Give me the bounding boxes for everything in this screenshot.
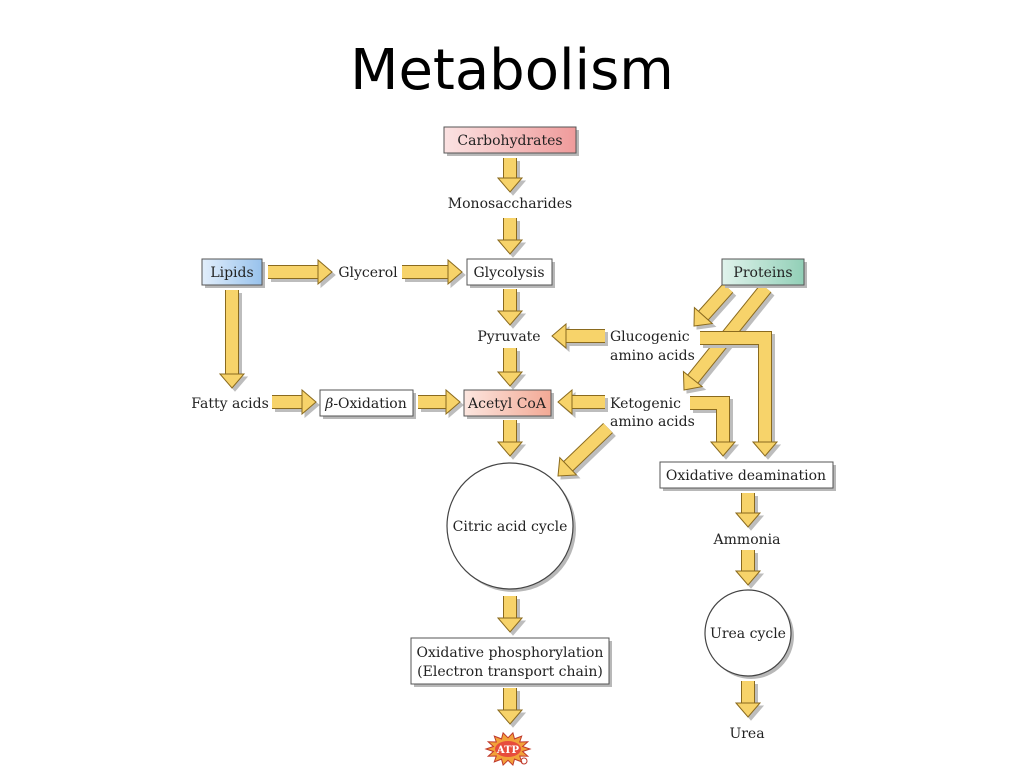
arrow-beta-oxidation-to-acetyl-coa [418, 388, 461, 416]
citric-acid-cycle-label: Citric acid cycle [453, 519, 568, 535]
page-title: Metabolism [350, 38, 674, 103]
arrow-carbohydrates-to-monosaccharides [496, 158, 524, 193]
urea-cycle-circle [704, 589, 792, 677]
arrow-ketogenic-to-oxidative-deamination [690, 396, 737, 457]
arrow-lipids-to-glycerol [268, 258, 333, 286]
oxphos-label-line1: Oxidative phosphorylation [417, 645, 604, 661]
arrow-ketogenic-to-oxidative-deamination-shadow [693, 399, 740, 460]
oxidative-deamination-box [659, 461, 834, 489]
arrow-acetyl-coa-to-citric-acid-cycle [496, 420, 524, 457]
glycolysis-box [466, 258, 553, 286]
arrow-fatty-acids-to-beta-oxidation [272, 388, 317, 416]
monosaccharides-label: Monosaccharides [448, 196, 572, 212]
arrow-lipids-to-fatty-acids [218, 290, 246, 389]
oxidative-phosphorylation-box [410, 637, 610, 685]
acetyl-coa-label: Acetyl CoA [467, 396, 547, 412]
arrow-ammonia-to-urea-cycle [734, 550, 762, 586]
ketogenic-label-line1: Ketogenic [610, 396, 681, 412]
proteins-box [721, 258, 805, 286]
glycerol-label: Glycerol [338, 265, 398, 281]
oxphos-label-line2: (Electron transport chain) [417, 664, 603, 680]
arrow-glucogenic-to-pyruvate [551, 322, 605, 350]
beta-symbol: β [324, 396, 333, 412]
arrow-urea-cycle-to-urea [734, 681, 762, 718]
urea-cycle-label: Urea cycle [710, 626, 786, 642]
arrow-citric-acid-cycle-to-oxphos [496, 596, 524, 633]
arrow-oxphos-to-atp [496, 688, 524, 725]
arrow-glycolysis-to-pyruvate [496, 289, 524, 326]
oxidative-deamination-label: Oxidative deamination [666, 468, 826, 484]
arrow-ketogenic-to-citric-acid-cycle [557, 422, 613, 477]
arrow-monosaccharides-to-glycolysis [496, 218, 524, 255]
ketogenic-label-line2: amino acids [610, 414, 695, 430]
arrow-proteins-to-glucogenic [693, 283, 734, 327]
arrow-glucogenic-to-oxidative-deamination [700, 331, 779, 457]
beta-oxidation-text: -Oxidation [333, 396, 406, 412]
beta-oxidation-box [319, 389, 414, 417]
lipids-label: Lipids [210, 265, 253, 281]
atp-label: ATP [496, 745, 520, 756]
carbohydrates-label: Carbohydrates [457, 133, 562, 149]
arrow-oxidative-deamination-to-ammonia [734, 493, 762, 528]
proteins-label: Proteins [733, 265, 792, 281]
arrow-glycerol-to-glycolysis [402, 258, 463, 286]
atp-icon: ATP [484, 731, 532, 767]
glycolysis-label: Glycolysis [473, 265, 544, 281]
glucogenic-label-line1: Glucogenic [610, 329, 690, 345]
arrows-layer [218, 158, 782, 728]
acetyl-coa-box [463, 389, 552, 417]
beta-oxidation-label: β-Oxidation [324, 396, 407, 412]
fatty-acids-label: Fatty acids [191, 396, 269, 412]
glucogenic-label-line2: amino acids [610, 348, 695, 364]
citric-acid-cycle-circle [446, 462, 574, 590]
carbohydrates-box [443, 126, 577, 154]
lipids-box [201, 258, 263, 286]
pyruvate-label: Pyruvate [477, 329, 540, 345]
arrow-ketogenic-to-acetyl-coa [557, 388, 605, 416]
urea-label: Urea [729, 726, 764, 742]
arrow-pyruvate-to-acetyl-coa [496, 348, 524, 387]
ammonia-label: Ammonia [713, 532, 781, 548]
